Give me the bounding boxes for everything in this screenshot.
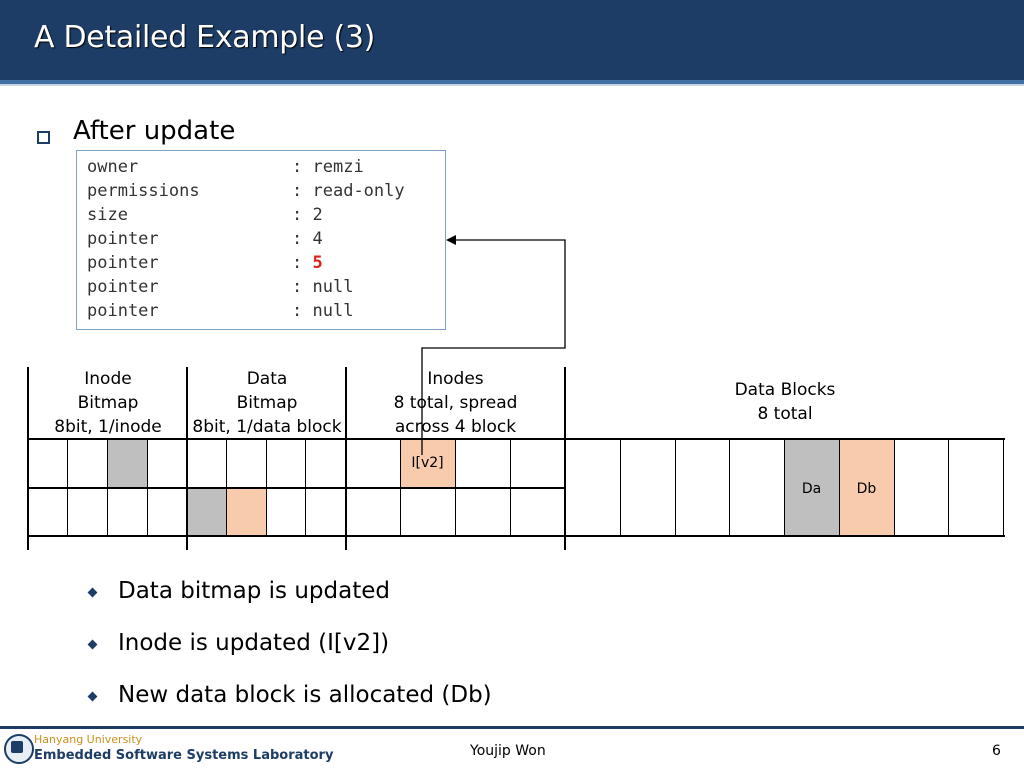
cell-divider — [894, 438, 895, 536]
title-bar-shadow — [0, 84, 1024, 86]
slide-title: A Detailed Example (3) — [34, 20, 376, 55]
inode-field-value: : 4 — [292, 229, 323, 249]
footer-divider — [0, 726, 1024, 729]
cell-divider — [107, 438, 108, 536]
university-name: Hanyang University — [34, 733, 143, 746]
grid-top-line — [28, 438, 1005, 440]
region-separator — [564, 367, 566, 550]
region-separator — [186, 367, 188, 550]
region-separator — [345, 367, 347, 550]
bullet-text: Inode is updated (I[v2]) — [118, 630, 390, 656]
cell-divider — [226, 438, 227, 536]
cell-divider — [510, 438, 511, 536]
cell-divider — [675, 438, 676, 536]
data-block-b-label: Db — [856, 481, 877, 497]
data-block-b-cell — [839, 439, 894, 536]
university-seal-center — [11, 741, 23, 753]
inode-field-name: permissions — [87, 181, 200, 201]
inodes-label: Inodes 8 total, spread across 4 block — [393, 369, 518, 437]
data-bitmap-set-cell-b — [227, 488, 266, 536]
data-bitmap-label: Data Bitmap 8bit, 1/data block — [192, 369, 342, 437]
cell-divider — [839, 438, 840, 536]
region-separator — [27, 367, 29, 550]
cell-divider — [67, 438, 68, 536]
bullet-text: Data bitmap is updated — [118, 578, 390, 604]
grid-bottom-line — [28, 535, 1005, 537]
cell-divider — [1003, 438, 1004, 536]
cell-divider — [266, 438, 267, 536]
cell-divider — [400, 438, 401, 536]
inode-field-name: pointer — [87, 301, 159, 321]
inode-field-value: : 2 — [292, 205, 323, 225]
inode-bitmap-label: Inode Bitmap 8bit, 1/inode — [54, 369, 162, 437]
data-block-a-label: Da — [801, 481, 822, 497]
inode-field-name: size — [87, 205, 128, 225]
cell-divider — [455, 438, 456, 536]
data-block-a-cell — [784, 439, 839, 536]
cell-divider — [948, 438, 949, 536]
cell-divider — [784, 438, 785, 536]
inode-field-value: : null — [292, 277, 354, 297]
cell-divider — [729, 438, 730, 536]
cell-divider — [147, 438, 148, 536]
section-heading: After update — [73, 116, 236, 146]
inode-field-value: : remzi — [292, 157, 364, 177]
inode-field-name: owner — [87, 157, 139, 177]
grid-middle-line — [28, 487, 565, 489]
inode-contents-box: owner : remzi permissions : read-only si… — [76, 150, 446, 330]
data-bitmap-set-cell-a — [187, 488, 226, 536]
page-number: 6 — [992, 743, 1001, 759]
inode-field-name: pointer — [87, 277, 159, 297]
cell-divider — [305, 438, 306, 536]
lab-name: Embedded Software Systems Laboratory — [34, 748, 334, 763]
inode-field-name: pointer — [87, 253, 159, 273]
inode-field-value-updated: : 5 — [292, 253, 323, 273]
title-bar — [0, 0, 1024, 80]
data-blocks-label: Data Blocks 8 total — [734, 380, 836, 424]
inode-field-value: : null — [292, 301, 354, 321]
inode-bitmap-set-cell — [108, 439, 147, 487]
inode-v2-label: I[v2] — [411, 455, 444, 471]
title-bar-divider — [0, 80, 1024, 84]
presenter-name: Youjip Won — [470, 743, 546, 759]
inode-field-name: pointer — [87, 229, 159, 249]
square-bullet-icon — [37, 131, 50, 144]
bullet-text: New data block is allocated (Db) — [118, 682, 492, 708]
inode-field-value: : read-only — [292, 181, 405, 201]
cell-divider — [620, 438, 621, 536]
inode-v2-cell — [400, 439, 455, 487]
